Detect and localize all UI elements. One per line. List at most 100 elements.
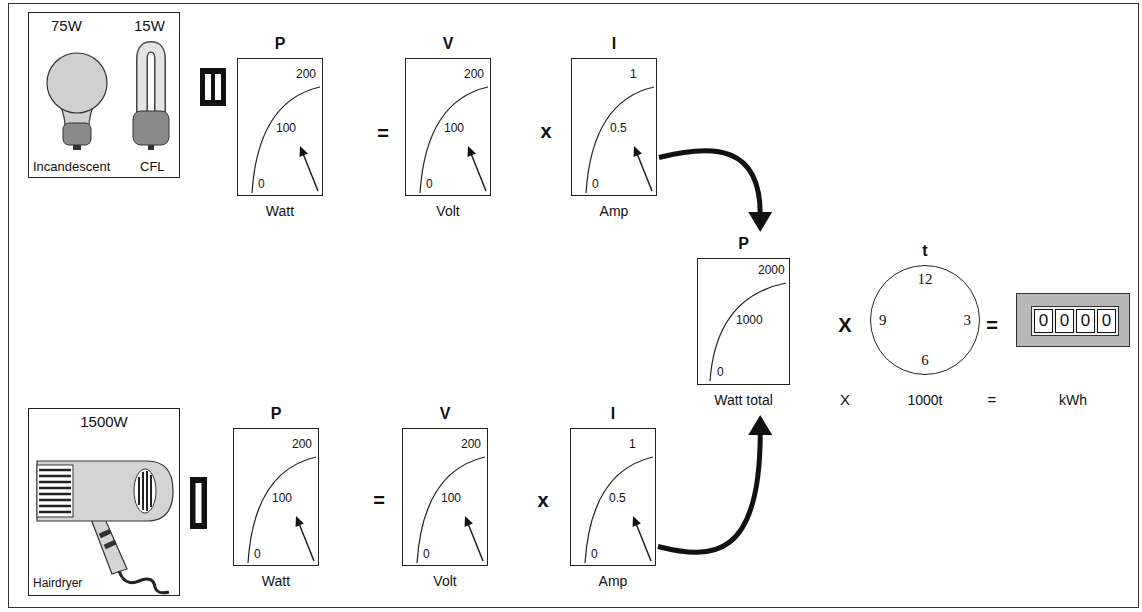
clock-number: 6 [921,352,929,369]
meter-face: 0100200 [237,58,323,196]
dryer-intake [134,469,156,513]
dryer-cord [119,571,169,593]
needle-head [465,516,473,527]
scale-number: 200 [464,67,484,81]
intake-grille [138,477,140,505]
wattage-label: 75W [51,17,82,35]
meter-arc [710,283,786,381]
scale-number: 0 [426,177,433,191]
meter-caption: Volt [436,202,459,220]
scale-number: 0 [258,177,265,191]
arrow-shaft [659,151,760,214]
scale-number: 100 [441,491,461,505]
nozzle-grille [39,469,71,472]
clock-face: 12936 [870,265,980,375]
bulb-base [63,123,91,145]
meter-title: P [237,34,323,54]
counter-digit: 0 [1076,309,1095,333]
meter-title: P [233,404,319,424]
scale-number: 2000 [758,263,785,277]
nozzle-grille [39,475,71,478]
counter-caption: kWh [1059,391,1087,409]
clock-number: 9 [879,312,887,329]
meter-needle [298,521,314,561]
meter-face: 00.51 [571,58,657,196]
counter-digit: 0 [1034,309,1053,333]
meter-face: 00.51 [570,428,656,566]
meter-arc [252,87,320,193]
meter-title: V [402,404,488,424]
nozzle-grille [39,481,71,484]
meter-node: V0100200Volt [405,34,491,224]
scale-number: 0 [254,547,261,561]
meter-needle [635,521,651,561]
cfl-base [133,111,169,145]
meter-face: 0 1000 2000 [697,258,790,385]
cfl-tube [142,47,160,113]
scale-number: 0 [423,547,430,561]
intake-grille [146,471,148,511]
scale-number: 200 [292,437,312,451]
shape-drawing [29,13,181,179]
nozzle-grille [39,505,71,508]
intake-grille [150,475,152,507]
meter-node: I 00.51Amp [570,404,656,594]
meter-face: 0 100 200 [233,428,319,566]
shape-drawing [29,409,181,597]
needle-head [468,146,476,157]
meter-caption: Watt [266,202,294,220]
meter-arc [420,87,488,193]
meter-node: P0100200Watt [237,34,323,224]
flow-arrow [659,151,772,232]
meter-needle [467,521,483,561]
meter-arc [586,87,654,193]
switch-symbol [200,68,226,106]
scale-number: 100 [276,121,296,135]
meter-caption: Watt total [714,391,773,409]
scale-number: 200 [461,437,481,451]
clock-title: t [870,241,980,261]
operator-sign: x [540,120,551,142]
operator-sign: X [838,314,851,336]
meter-needle [470,151,486,191]
dryer-nozzle [37,465,73,517]
counter-digit: 0 [1055,309,1074,333]
meter-title: P [697,234,790,254]
nozzle-grille [39,499,71,502]
meter-node: P 0 100 200Watt [233,404,319,594]
meter-title: I [570,404,656,424]
clock-number: 12 [918,271,933,288]
counter-housing: 0000 [1016,293,1130,347]
appliance-name: Hairdryer [33,576,82,591]
dryer-button [104,540,117,550]
meter-node: I00.51Amp [571,34,657,224]
counter-node: 0000kWh [1016,293,1130,411]
wattage-label: 15W [134,17,165,35]
scale-number: 100 [272,491,292,505]
counter-window: 0000 [1031,306,1119,336]
flow-arrow [658,415,772,552]
scale-number: 0 [717,365,724,379]
dryer-body [37,461,173,521]
lamp-name: Incandescent [33,159,110,175]
meter-node: P 0 1000 2000Watt total [697,234,790,413]
lamp-node: 75W15WIncandescentCFL [28,12,180,178]
meter-caption: Amp [599,572,628,590]
meter-arc [585,457,653,563]
meter-needle [636,151,652,191]
operator-sign: = [377,122,389,144]
meter-caption: Watt [262,572,290,590]
needle-head [634,146,642,157]
scale-number: 1000 [736,313,763,327]
counter-digit: 0 [1097,309,1116,333]
clock-caption: 1000t [907,391,942,409]
operator-sign: X [840,392,850,409]
switch-symbol [190,477,207,529]
dryer-button [99,529,112,539]
meter-arc [417,457,485,563]
scale-number: 1 [629,437,636,451]
operator-sign: = [988,392,997,409]
outer-frame [9,4,1139,608]
intake-grille [142,472,144,510]
